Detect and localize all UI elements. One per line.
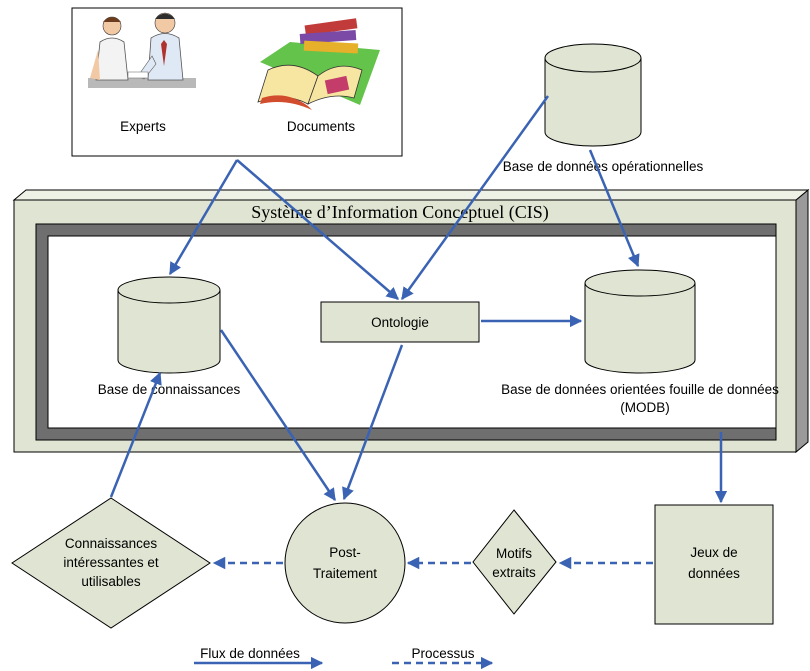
operational-db-cylinder <box>544 43 642 147</box>
post-processing-label-line1: Post- <box>329 545 361 560</box>
useful-knowledge-line3: utilisables <box>81 574 141 589</box>
patterns-label-line2: extraits <box>492 565 536 580</box>
arrow-knowledge-to-kb <box>109 371 162 498</box>
ontology-label: Ontologie <box>371 315 429 330</box>
patterns-diamond <box>472 509 557 615</box>
arrow-opdb-to-ontology <box>400 95 550 301</box>
datasets-label-line2: données <box>688 566 740 581</box>
arrow-ontology-to-post <box>342 344 404 501</box>
datasets-box <box>654 504 774 625</box>
knowledge-base-label: Base de connaissances <box>98 382 241 397</box>
experts-label: Experts <box>120 119 166 134</box>
knowledge-base-cylinder <box>117 276 221 374</box>
modb-label-line2: (MODB) <box>620 400 670 415</box>
ontology-box <box>320 301 480 343</box>
datasets-label-line1: Jeux de <box>690 545 737 560</box>
people-meeting-icon <box>88 12 196 88</box>
arrow-kb-to-post <box>219 329 337 502</box>
arrow-sources-to-ontology <box>236 159 399 300</box>
arrow-sources-to-knowledge-base <box>168 159 239 276</box>
useful-knowledge-diamond <box>11 497 211 629</box>
cis-title: Système d’Information Conceptuel (CIS) <box>251 202 548 223</box>
modb-label-line1: Base de données orientées fouille de don… <box>501 382 779 397</box>
arrow-opdb-to-modb <box>588 149 640 268</box>
operational-db-label: Base de données opérationnelles <box>503 159 704 174</box>
useful-knowledge-line2: intéressantes et <box>63 555 159 570</box>
post-processing-label-line2: Traitement <box>313 566 377 581</box>
documents-label: Documents <box>287 119 356 134</box>
post-processing-circle <box>284 502 406 624</box>
sources-box: Experts Documents <box>71 7 403 157</box>
modb-cylinder <box>584 269 696 374</box>
patterns-label-line1: Motifs <box>496 546 532 561</box>
useful-knowledge-line1: Connaissances <box>65 536 158 551</box>
books-documents-icon <box>257 18 380 110</box>
legend-process-label: Processus <box>411 646 474 661</box>
legend-data-flow-label: Flux de données <box>200 646 300 661</box>
